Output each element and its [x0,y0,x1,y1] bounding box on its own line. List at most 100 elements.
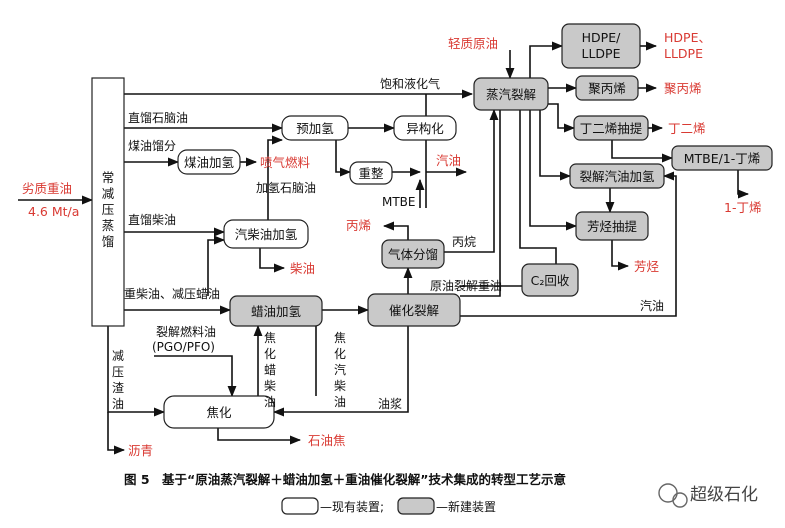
diesel-hydro-label: 汽柴油加氢 [235,227,298,242]
fcc-to-sc-line [460,110,501,297]
kero-hydro-label: 煤油加氢 [184,155,235,170]
asphalt-out-line [107,412,126,455]
hvgo-label: 重柴油、减压蜡油 [124,287,220,301]
cdu-unit [91,77,125,327]
butadiene-unit [573,115,649,141]
isomer-label: 异构化 [406,121,444,136]
sc-to-pygas-line [539,110,572,181]
pygas-hydro-label: 裂解汽油加氢 [579,169,655,184]
cdu-label: 常减压蒸馏 [102,170,115,249]
pp-unit-label: 聚丙烯 [588,81,626,96]
gas-frac-label: 气体分馏 [388,247,438,262]
coking-unit [163,395,275,429]
propane-label: 丙烷 [452,235,476,249]
coke-product: 石油焦 [308,433,346,448]
propane-line [444,108,499,253]
legend-new-swatch [397,497,435,515]
watermark-text: 超级石化 [690,485,758,505]
butadiene-unit-label: 丁二烯抽提 [580,121,643,136]
figure-caption: 图 5 基于“原油蒸汽裂解＋蜡油加氢＋重油催化裂解”技术集成的转型工艺示意 [124,472,566,487]
c2-recovery-label: C₂回收 [531,273,570,288]
propylene-product: 丙烯 [346,218,371,233]
stream-labels: 轻质原油 劣质重油 4.6 Mt/a 饱和液化气 直馏石脑油 煤油馏分 直馏柴油… [22,36,664,411]
hdpe-lldpe-unit [561,23,641,69]
fcc-unit [367,293,461,327]
coking-label: 焦化 [206,405,232,420]
hdpe-unit-label-1: HDPE/ [582,30,621,45]
aromatics-unit [575,211,649,241]
sc-to-hdpe-line [529,41,564,78]
heavy-crude-label: 劣质重油 [22,181,72,196]
vac-resid-label: 减压渣油 [112,349,124,411]
wechat-icon-2 [672,492,688,508]
reforming-label: 重整 [358,166,384,181]
reforming-unit [349,161,393,185]
legend-existing-label: —现有装置; [320,500,384,514]
svg-text:焦化汽柴油: 焦化汽柴油 [334,331,346,409]
diesel-out-line [259,248,286,273]
sat-lpg-label: 饱和液化气 [380,76,440,91]
mtbe-feed-label: MTBE [382,195,416,209]
heavy-crude-rate: 4.6 Mt/a [28,204,79,219]
hdpe-product-1: HDPE、 [664,30,711,45]
steam-cracking-unit [473,77,549,111]
hydro-naphtha-line [267,135,284,220]
mtbe-out-line [737,170,750,199]
hdpe-unit-label-2: LLDPE [582,46,621,61]
fcc-label: 催化裂解 [389,303,439,318]
c2-recovery-unit [521,263,579,297]
fcc-gasoline-label: 汽油 [640,298,664,313]
wax-hydro-label: 蜡油加氢 [251,304,302,319]
prehydro-unit [281,115,349,141]
steam-cracking-label: 蒸汽裂解 [486,87,536,102]
pgo-line [154,355,237,398]
sr-naphtha-label: 直馏石脑油 [128,111,188,125]
kero-cut-label: 煤油馏分 [128,139,176,153]
prehydro-label: 预加氢 [296,121,334,136]
gasoline-product: 汽油 [436,153,461,168]
coker-wax-to-diesel-line [207,235,226,296]
butene1-product: 1-丁烯 [724,200,761,215]
aromatics-product: 芳烃 [634,259,660,274]
hdpe-product-2: LLDPE [664,46,703,61]
butadiene-product: 丁二烯 [668,121,706,136]
sc-to-butadiene-line [548,103,576,133]
sc-to-aromatics-line [529,110,578,231]
pgo-label-1: 裂解燃料油 [156,324,216,339]
diesel-hydro-unit [223,219,309,249]
flow-lines [18,41,750,455]
c2-to-sc-line [519,110,557,270]
asphalt-product: 沥青 [128,443,153,458]
legend: —现有装置; —新建装置 [281,497,496,515]
aromatics-out-line [611,240,630,271]
isomer-unit [393,115,457,141]
mtbe-unit [671,145,773,171]
wax-hydro-unit [229,295,323,327]
legend-existing-swatch [281,497,319,515]
svg-text:焦化蜡柴油: 焦化蜡柴油 [264,331,276,409]
diesel-product: 柴油 [290,261,315,276]
light-crude-label: 轻质原油 [448,36,498,51]
svg-text:减压渣油: 减压渣油 [112,349,124,411]
slurry-line [272,326,409,417]
pp-product: 聚丙烯 [664,81,702,96]
coker-wax-label: 焦化蜡柴油 [264,331,276,409]
watermark: 超级石化 [658,483,758,508]
kero-hydro-unit [177,149,241,175]
propylene-line [382,221,409,240]
pygas-hydro-unit [569,163,665,189]
product-labels: HDPE、 LLDPE 聚丙烯 丁二烯 1-丁烯 芳烃 喷气燃料 汽油 丙烯 柴… [128,30,761,458]
butadiene-to-mtbe-line [611,140,674,163]
prehydro-to-reforming-line [335,140,352,177]
aromatics-unit-label: 芳烃抽提 [587,219,638,234]
unit-boxes: 常减压蒸馏 蒸汽裂解 HDPE/ LLDPE 聚丙烯 丁二烯抽提 MTBE/1-… [91,23,773,429]
wechat-icon [658,483,678,503]
fcc-to-sc-label: 原油裂解重油 [430,279,502,293]
sr-diesel-label: 直馏柴油 [128,213,176,227]
hydro-naphtha-label: 加氢石脑油 [256,180,316,195]
legend-new-label: —新建装置 [436,499,496,514]
pgo-label-2: (PGO/PFO) [152,340,215,354]
fcc-gasoline-line [460,171,677,317]
gas-frac-unit [381,239,445,269]
